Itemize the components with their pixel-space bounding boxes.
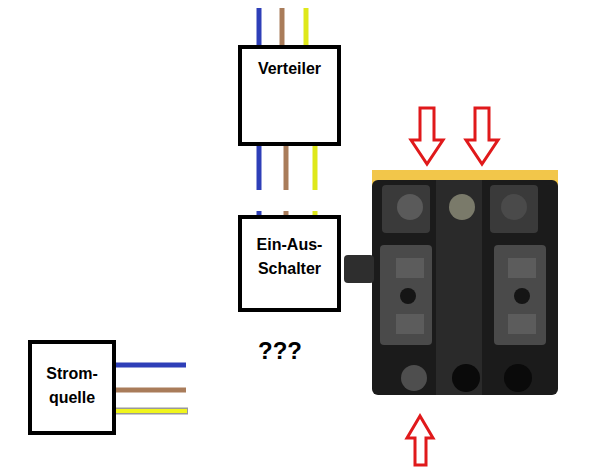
yellow-wire — [304, 8, 309, 46]
red-arrow — [466, 108, 498, 164]
switch-body — [372, 180, 558, 395]
red-arrow — [407, 416, 433, 465]
hole — [514, 288, 530, 304]
terminal-block — [382, 185, 430, 233]
hole — [400, 288, 416, 304]
brown-wire — [114, 388, 186, 393]
hole — [452, 364, 480, 392]
screw — [449, 194, 475, 220]
yellow-wire-edge — [114, 408, 188, 415]
power-source-box: Strom- quelle — [28, 340, 116, 435]
question-label: ??? — [258, 337, 302, 365]
screw — [401, 365, 427, 391]
terminal-block — [490, 185, 538, 233]
clamp-plate — [508, 258, 536, 278]
clamp-plate — [396, 258, 424, 278]
terminal-clamp — [494, 245, 546, 345]
center-rib — [436, 180, 482, 395]
red-arrow — [411, 108, 443, 164]
terminal-clamp — [380, 245, 432, 345]
screw — [501, 194, 527, 220]
box-label: Verteiler — [246, 57, 333, 81]
yellow-wire — [114, 409, 187, 413]
blue-wire — [114, 363, 186, 368]
side-lug — [344, 255, 374, 283]
switch-box: Ein-Aus- Schalter — [238, 215, 341, 312]
clamp-plate — [508, 314, 536, 334]
box-label: Strom- quelle — [36, 362, 108, 410]
screw — [397, 194, 423, 220]
hole — [504, 364, 532, 392]
switch-photo — [344, 170, 558, 395]
distributor-box: Verteiler — [238, 45, 341, 146]
box-label: Ein-Aus- Schalter — [246, 233, 333, 281]
yellow-wire — [313, 145, 318, 190]
blue-wire — [257, 145, 262, 190]
clamp-plate — [396, 314, 424, 334]
brown-wire — [280, 8, 285, 46]
blue-wire — [257, 8, 262, 46]
brown-wire — [284, 145, 289, 190]
